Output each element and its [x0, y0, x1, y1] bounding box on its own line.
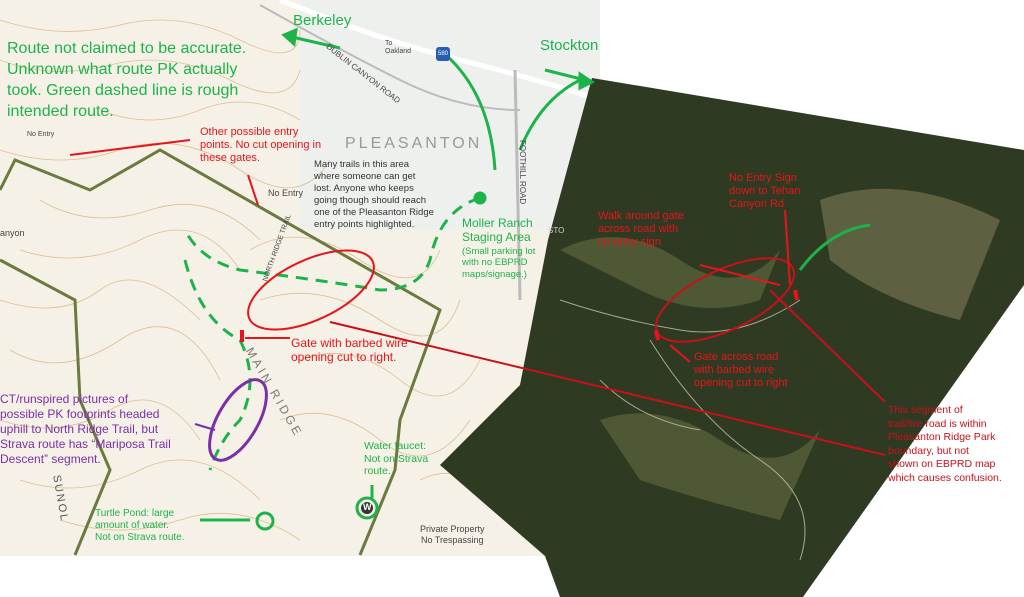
berkeley-label: Berkeley: [293, 12, 352, 29]
no-entry-label: No Entry: [27, 131, 55, 138]
foothill-road: [513, 69, 522, 301]
intended-route: [183, 48, 871, 471]
disclaimer-note: Route not claimed to be accurate. Unknow…: [7, 40, 247, 120]
red-annotations: [69, 139, 886, 456]
green-arrows: [200, 27, 595, 522]
many-trails-note: Many trails in this area where someone c…: [314, 159, 434, 230]
gate-barbed-wire-sat-note: Gate across road with barbed wire openin…: [694, 351, 788, 390]
water-faucet-marker: [355, 496, 379, 520]
highway-580: [279, 0, 601, 103]
park-boundary: [0, 148, 442, 556]
no-entry-label: No Entry: [268, 188, 304, 198]
footprints-ellipse: [208, 378, 268, 462]
turtle-pond-marker: [255, 511, 275, 531]
stockton-label: Stockton: [540, 37, 599, 54]
town-label: PLEASANTON: [345, 135, 483, 152]
footprints-arrow: [194, 423, 216, 431]
segment-note: This segment of trail/fire road is withi…: [888, 404, 1002, 484]
interstate-580-shield: 580: [436, 47, 450, 61]
water-faucet-note: Water faucet: Not on Strava route.: [364, 440, 429, 478]
water-symbol-label: W: [363, 502, 372, 512]
gate-barbed-wire-map-note: Gate with barbed wire opening cut to rig…: [291, 336, 408, 365]
to-oakland-label: To Oakland: [385, 40, 412, 56]
moller-ranch-note: (Small parking lot with no EBPRD maps/si…: [462, 246, 536, 280]
satellite-terrain: [560, 188, 1000, 520]
footprints-note: CT/runspired pictures of possible PK foo…: [0, 392, 171, 466]
contour-lines: [0, 19, 561, 541]
foothill-road-label: FOOTHILL ROAD: [518, 140, 527, 205]
water-faucet-icon: [361, 502, 373, 514]
turtle-pond-note: Turtle Pond: large amount of water. Not …: [95, 508, 185, 543]
urban-area: [300, 0, 600, 230]
walk-around-gate-note: Walk around gate across road with no ent…: [598, 210, 684, 249]
stoneridge-label: STO: [548, 226, 565, 235]
canyon-label: anyon: [0, 228, 25, 238]
private-property-label: Private Property No Trespassing: [420, 524, 485, 545]
no-entry-sign-note: No Entry Sign down to Tehan Canyon Rd: [729, 172, 801, 211]
other-entry-note: Other possible entry points. No cut open…: [200, 126, 322, 165]
moller-ranch-label: Moller Ranch Staging Area: [462, 216, 533, 245]
